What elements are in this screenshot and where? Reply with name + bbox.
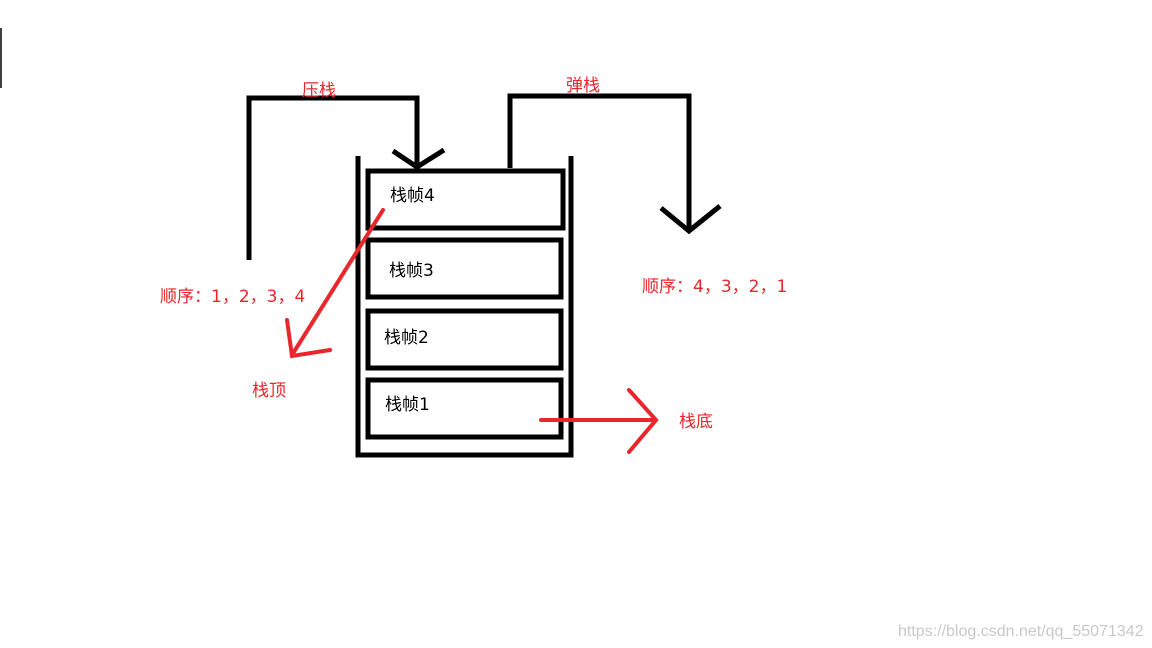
frame-box-4	[365, 168, 566, 231]
frame-box-3	[365, 237, 564, 300]
push-arrow-head	[391, 147, 446, 170]
push-arrow-path	[246, 95, 420, 260]
push-label: 压栈	[302, 81, 336, 101]
frame-label-3: 栈帧3	[389, 261, 434, 281]
top-arrow-head	[285, 318, 332, 359]
pop-arrow-head	[659, 204, 722, 235]
frame-label-2: 栈帧2	[384, 328, 429, 348]
pop-arrow-path	[507, 93, 692, 230]
pop-order-label: 顺序：4，3，2，1	[642, 277, 787, 297]
pop-label: 弹栈	[566, 76, 600, 96]
frame-label-1: 栈帧1	[385, 395, 430, 415]
push-order-label: 顺序：1，2，3，4	[160, 287, 305, 307]
stack-top-label: 栈顶	[252, 381, 286, 401]
watermark: https://blog.csdn.net/qq_55071342	[898, 623, 1144, 640]
frame-label-4: 栈帧4	[390, 186, 435, 206]
frame-box-1	[365, 377, 564, 440]
stack-container	[355, 156, 574, 458]
stack-bottom-label: 栈底	[679, 412, 713, 432]
frame-box-2	[365, 308, 564, 371]
top-arrow-line	[290, 208, 385, 357]
bottom-arrow-head	[627, 388, 659, 454]
